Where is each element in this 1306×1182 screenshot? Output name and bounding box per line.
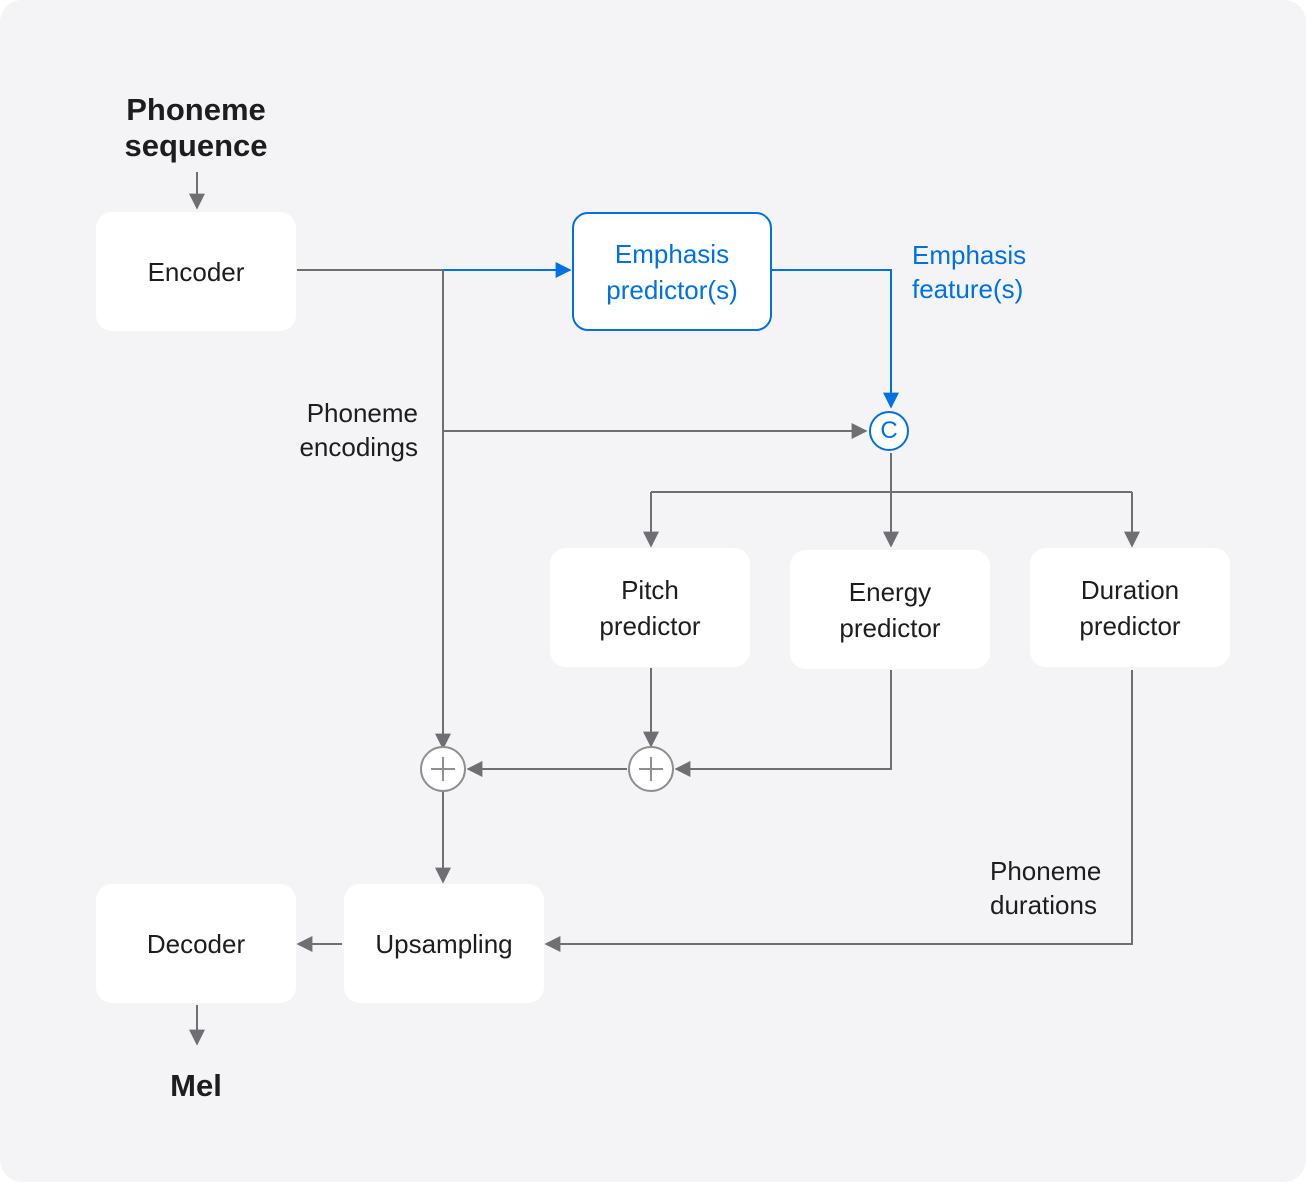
encoder-box[interactable]: Encoder — [96, 212, 296, 331]
phoneme-durations-label: Phoneme durations — [990, 856, 1102, 920]
decoder-label: Decoder — [146, 928, 246, 959]
encoder-label: Encoder — [147, 256, 245, 287]
upsampling-box[interactable]: Upsampling — [344, 884, 544, 1003]
emphasis-predictor-label: Emphasis predictor(s) — [606, 238, 738, 305]
energy-predictor-box[interactable]: Energy predictor — [790, 550, 990, 669]
upsampling-label: Upsampling — [375, 928, 513, 959]
energy-predictor-label: Energy predictor — [839, 576, 941, 643]
edge-emphasis-features — [771, 269, 899, 409]
output-title: Mel — [170, 1068, 222, 1103]
emphasis-predictor-box[interactable]: Emphasis predictor(s) — [572, 212, 772, 331]
pitch-predictor-label: Pitch predictor — [599, 574, 701, 641]
input-title: Phoneme sequence — [124, 92, 268, 163]
pitch-predictor-box[interactable]: Pitch predictor — [550, 548, 750, 667]
adder-node-right — [628, 746, 674, 792]
duration-predictor-box[interactable]: Duration predictor — [1030, 548, 1230, 667]
phoneme-encodings-label: Phoneme encodings — [299, 398, 418, 462]
decoder-box[interactable]: Decoder — [96, 884, 296, 1003]
emphasis-features-label: Emphasis feature(s) — [912, 240, 1027, 304]
duration-predictor-label: Duration predictor — [1079, 574, 1181, 641]
concat-node: C — [869, 411, 909, 451]
edge-durations-to-upsampling — [544, 670, 1133, 952]
edge-energy-to-adder — [674, 670, 892, 777]
adder-node-left — [420, 746, 466, 792]
